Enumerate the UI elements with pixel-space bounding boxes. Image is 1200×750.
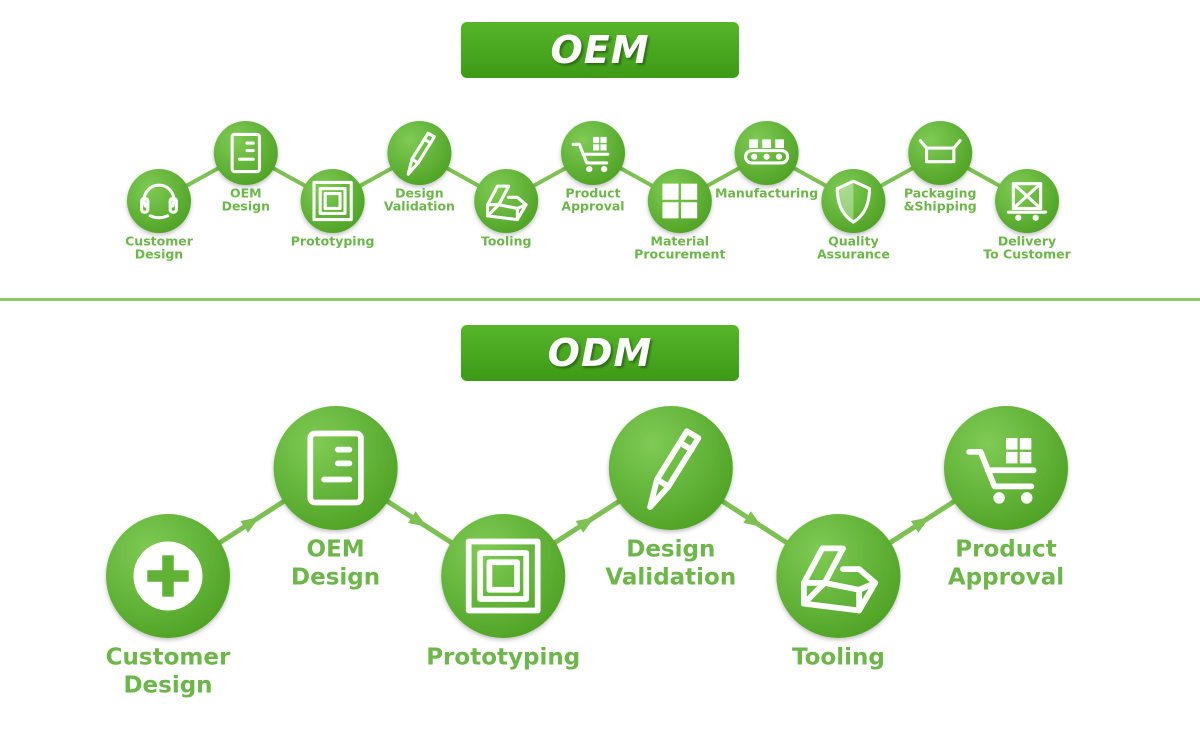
step-circle <box>300 169 365 233</box>
mold-icon <box>801 545 879 614</box>
step-circle <box>734 121 799 185</box>
document-icon <box>307 430 364 506</box>
document-icon <box>230 132 261 174</box>
step-node <box>106 514 230 638</box>
connector-arrow <box>408 511 427 527</box>
delivery-cart-icon <box>1006 182 1048 221</box>
step-node <box>441 514 566 638</box>
nested-square-icon <box>465 538 541 614</box>
step-node <box>273 406 398 530</box>
connector-arrow <box>910 517 930 533</box>
grid-icon <box>662 183 698 219</box>
step-circle <box>776 514 901 638</box>
headset-icon <box>140 183 178 220</box>
step-circle <box>474 169 539 233</box>
step-node <box>734 121 799 185</box>
step-label: Prototyping <box>426 645 580 671</box>
step-label: Packaging&Shipping <box>904 185 977 213</box>
step-circle <box>995 169 1059 233</box>
step-node <box>908 121 973 185</box>
shield-icon <box>835 179 872 224</box>
step-node <box>776 514 901 638</box>
step-node <box>944 406 1068 530</box>
step-node <box>561 121 625 185</box>
connector-arrow <box>240 517 260 533</box>
step-node <box>647 169 712 233</box>
step-node <box>821 169 886 233</box>
oem-banner: OEM <box>461 22 739 78</box>
plus-icon <box>133 541 203 611</box>
step-label: Tooling <box>792 645 885 671</box>
mold-icon <box>486 184 528 222</box>
odm-title: ODM <box>547 331 653 375</box>
step-circle <box>908 121 973 185</box>
pencil-icon <box>406 131 436 176</box>
step-circle <box>387 121 452 185</box>
cart-icon <box>966 438 1037 504</box>
step-circle <box>441 514 566 638</box>
step-circle <box>647 169 712 233</box>
step-node <box>213 121 278 185</box>
pencil-icon <box>647 428 702 510</box>
step-node <box>474 169 539 233</box>
odm-banner: ODM <box>461 325 739 381</box>
step-label: Tooling <box>481 233 531 248</box>
cart-icon <box>571 136 610 173</box>
step-node <box>995 169 1059 233</box>
step-node <box>300 169 365 233</box>
section-divider <box>0 298 1200 301</box>
step-node <box>387 121 452 185</box>
connector-arrow <box>575 517 595 533</box>
step-circle <box>213 121 278 185</box>
step-label: Manufacturing <box>715 185 818 200</box>
nested-square-icon <box>312 180 353 222</box>
oem-title: OEM <box>550 28 650 72</box>
step-circle <box>127 169 191 233</box>
package-icon <box>918 139 962 164</box>
step-circle <box>608 406 733 530</box>
step-label: Prototyping <box>291 233 375 248</box>
conveyor-icon <box>743 139 790 165</box>
step-circle <box>273 406 398 530</box>
step-node <box>127 169 191 233</box>
connector-arrow <box>743 511 763 527</box>
step-node <box>608 406 733 530</box>
step-circle <box>821 169 886 233</box>
